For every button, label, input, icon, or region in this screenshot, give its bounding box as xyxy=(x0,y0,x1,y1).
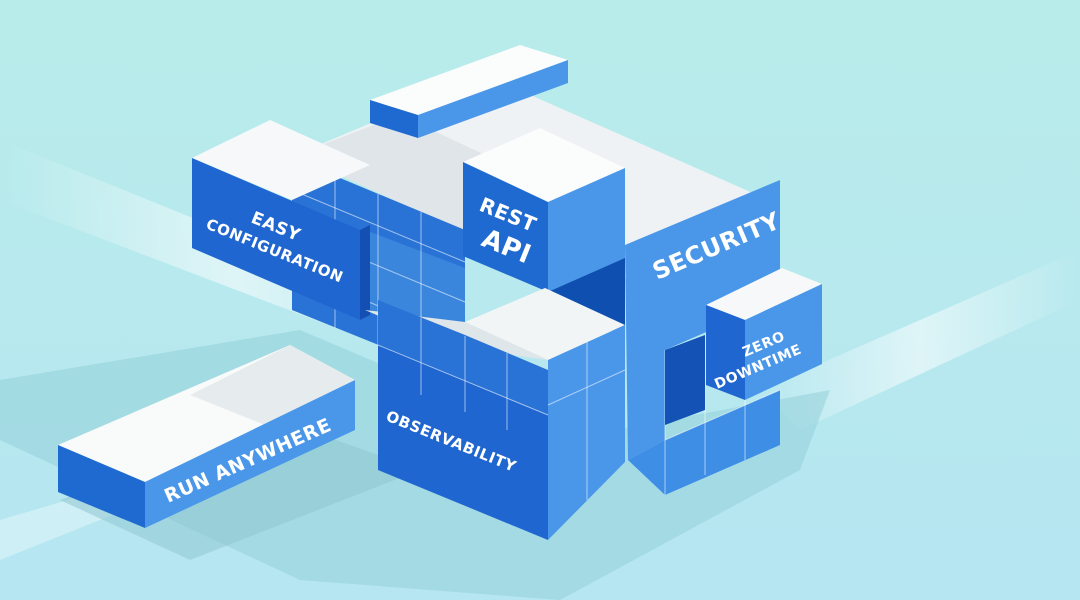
mid-ledge-top xyxy=(465,288,625,360)
zero-block-right xyxy=(745,284,822,400)
security-window xyxy=(665,335,705,425)
security-lower-face xyxy=(628,390,780,495)
top-slab-front xyxy=(370,100,418,138)
run-slab-right xyxy=(145,380,355,528)
top-slab-top xyxy=(370,45,568,115)
easy-block-front xyxy=(192,158,360,320)
security-face xyxy=(625,180,780,460)
top-slab-right xyxy=(418,60,568,138)
zero-block-front xyxy=(706,305,745,400)
easy-block-top xyxy=(192,120,370,200)
rest-block-top xyxy=(463,128,625,202)
easy-block-side xyxy=(360,225,370,320)
rest-block-right xyxy=(548,168,625,292)
observability-grid xyxy=(377,318,549,430)
run-slab-top-shade xyxy=(190,345,355,425)
rest-block-front xyxy=(463,162,548,292)
front-right-grid xyxy=(547,342,626,500)
light-beam-right xyxy=(760,250,1080,430)
run-slab-front xyxy=(58,445,145,528)
zero-block-top xyxy=(706,268,822,320)
